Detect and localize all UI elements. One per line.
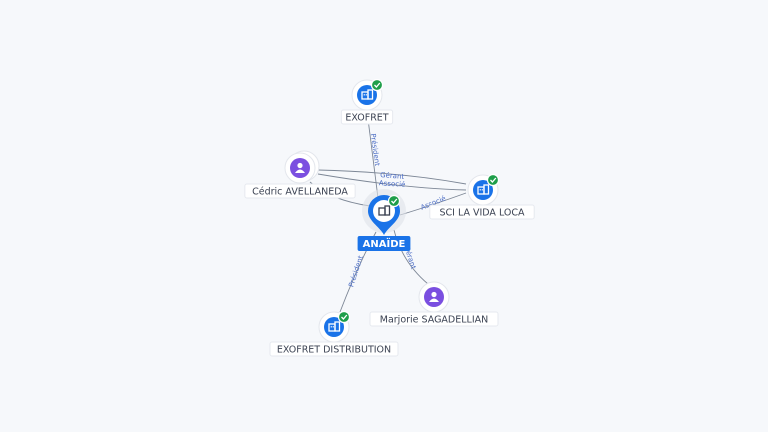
node-label-box <box>369 311 499 327</box>
check-badge-icon <box>387 194 401 208</box>
check-badge-icon <box>486 173 500 187</box>
building-icon <box>328 321 341 332</box>
node-label-box <box>429 204 535 220</box>
node-label-box <box>269 341 399 357</box>
person-icon <box>429 291 439 302</box>
check-badge-icon <box>370 78 384 92</box>
center-label: ANAÏDE <box>363 236 406 250</box>
center-node[interactable]: ANAÏDE <box>357 189 411 251</box>
node-exofret[interactable]: EXOFRET <box>340 78 394 125</box>
node-exofret-distribution[interactable]: EXOFRET DISTRIBUTION <box>269 310 399 357</box>
edge-label: Président <box>369 133 382 167</box>
node-label: EXOFRET <box>345 113 388 124</box>
person-icon <box>295 162 305 173</box>
node-label: SCI LA VIDA LOCA <box>439 208 525 219</box>
node-label: Marjorie SAGADELLIAN <box>380 315 489 326</box>
building-icon <box>361 89 374 100</box>
edge-cedric-sci <box>317 173 467 191</box>
nodes-layer: EXOFRET Cédric AVELLANEDA SCI LA VIDA LOCA… <box>244 78 535 357</box>
edge-label: Associé <box>379 179 406 188</box>
node-label-box <box>244 183 356 199</box>
edge-center-marjorie <box>393 229 429 285</box>
edge-label: Gérant <box>380 171 405 181</box>
center-label-box <box>357 236 411 251</box>
node-sci[interactable]: SCI LA VIDA LOCA <box>429 173 535 220</box>
node-marjorie[interactable]: Marjorie SAGADELLIAN <box>369 281 499 327</box>
node-label-box <box>340 109 394 125</box>
edge-label: Président <box>347 254 365 288</box>
building-icon <box>477 184 490 195</box>
check-badge-icon <box>337 310 351 324</box>
building-icon <box>378 205 391 216</box>
node-label: Cédric AVELLANEDA <box>252 187 348 198</box>
node-label: EXOFRET DISTRIBUTION <box>277 345 391 356</box>
node-cedric[interactable]: Cédric AVELLANEDA <box>244 150 356 199</box>
edge-cedric-sci <box>317 169 467 185</box>
